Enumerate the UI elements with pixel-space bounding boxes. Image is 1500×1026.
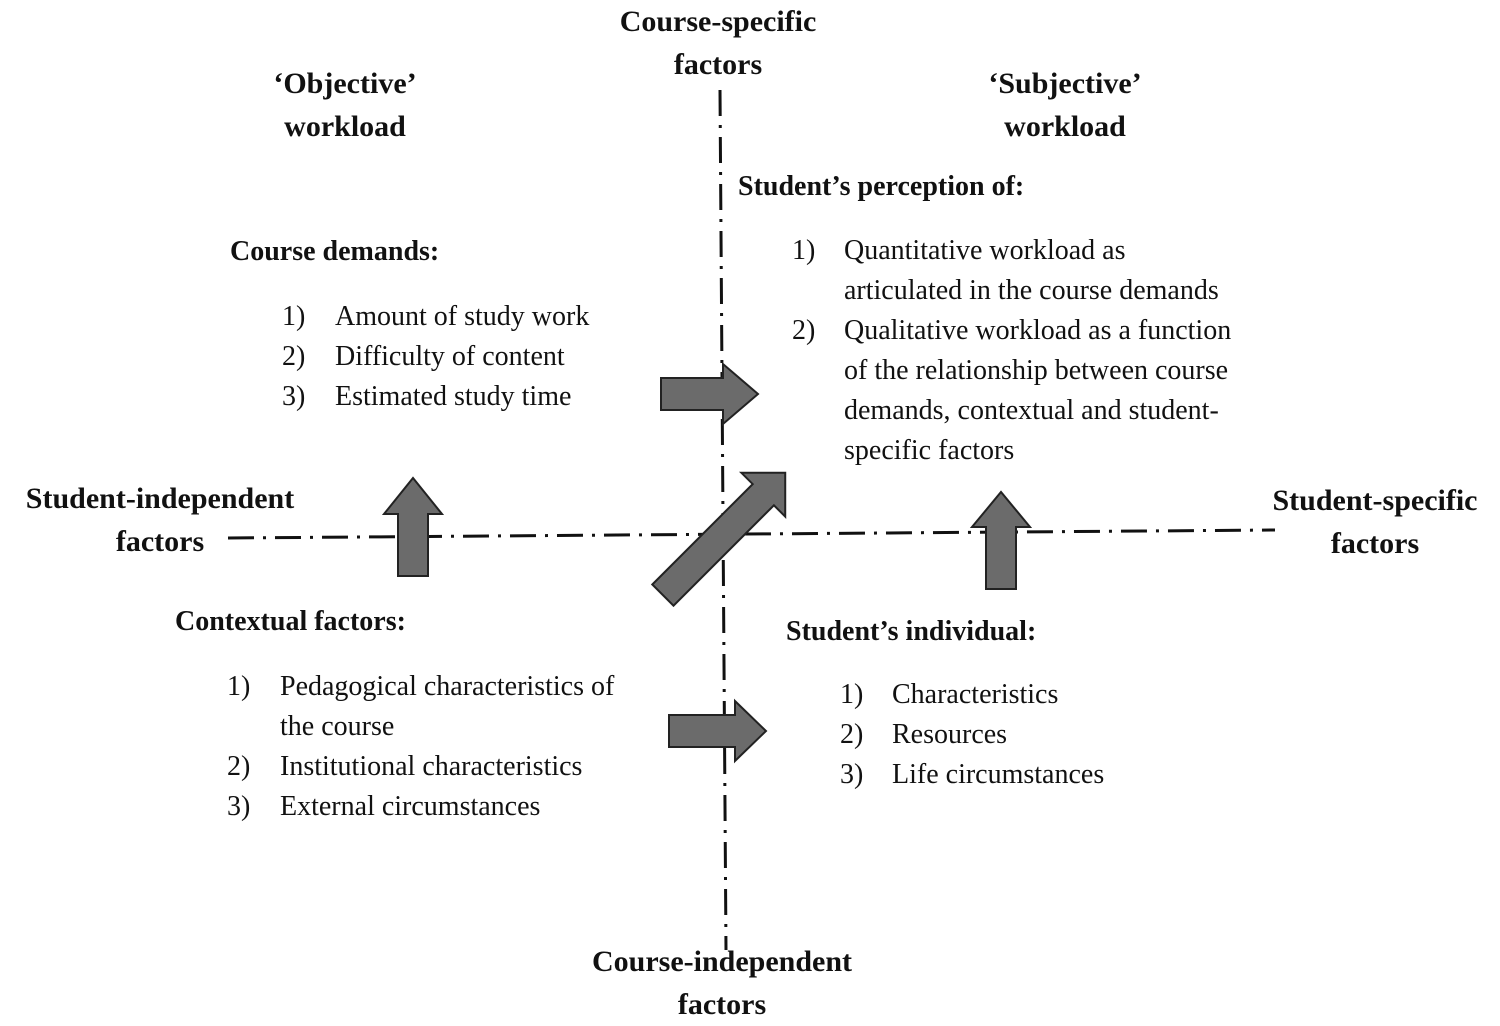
list-item-text: Quantitative workload as xyxy=(844,235,1126,266)
subjective-workload-line1: ‘Subjective’ xyxy=(988,67,1142,100)
list-item-text: articulated in the course demands xyxy=(844,275,1219,306)
horizontal-axis-line xyxy=(227,528,1276,540)
list-item-continuation: articulated in the course demands xyxy=(844,271,1219,311)
contextual-heading: Contextual factors: xyxy=(175,606,406,637)
individual-heading: Student’s individual: xyxy=(786,616,1037,647)
course-demands-heading: Course demands: xyxy=(230,236,440,267)
list-item-continuation: the course xyxy=(280,707,394,747)
arrow-right-icon xyxy=(660,361,760,427)
arrow-up-icon xyxy=(969,490,1033,590)
axis-label-right: Student-specific factors xyxy=(1250,479,1500,565)
arrow-diagonal-icon xyxy=(650,471,787,608)
axis-label-left: Student-independent factors xyxy=(0,477,320,563)
perception-heading: Student’s perception of: xyxy=(738,171,1025,202)
axis-label-top-line2: factors xyxy=(673,48,763,81)
list-item-text: Resources xyxy=(892,719,1008,750)
objective-workload-title: ‘Objective’ workload xyxy=(245,62,445,148)
list-item-text: Pedagogical characteristics of xyxy=(280,671,615,702)
list-item-number: 2) xyxy=(282,341,306,372)
list-item-text: Life circumstances xyxy=(892,759,1105,790)
subjective-workload-title: ‘Subjective’ workload xyxy=(955,62,1175,148)
list-item-text: Amount of study work xyxy=(335,301,590,332)
list-item-text: Estimated study time xyxy=(335,381,572,412)
list-item-text: demands, contextual and student- xyxy=(844,395,1219,426)
axis-label-right-line1: Student-specific xyxy=(1272,484,1478,517)
list-item-number: 1) xyxy=(840,679,864,710)
list-item-text: Qualitative workload as a function xyxy=(844,315,1232,346)
list-item-text: Characteristics xyxy=(892,679,1059,710)
list-item-number: 3) xyxy=(282,381,306,412)
objective-workload-line2: workload xyxy=(284,110,406,143)
arrow-up-icon xyxy=(381,476,445,577)
arrow-right-icon xyxy=(668,698,768,764)
axis-label-left-line2: factors xyxy=(115,525,205,558)
objective-workload-line1: ‘Objective’ xyxy=(273,67,417,100)
list-item-number: 2) xyxy=(227,751,251,782)
subjective-workload-line2: workload xyxy=(1004,110,1126,143)
list-item-text: Difficulty of content xyxy=(335,341,565,372)
list-item-continuation: of the relationship between course xyxy=(844,351,1228,391)
list-item-continuation: demands, contextual and student- xyxy=(844,391,1219,431)
list-item-text: Institutional characteristics xyxy=(280,751,583,782)
axis-label-top-line1: Course-specific xyxy=(619,5,817,38)
list-item-text: the course xyxy=(280,711,395,742)
list-item-text: specific factors xyxy=(844,435,1015,466)
axis-label-bottom: Course-independent factors xyxy=(522,940,922,1026)
axis-label-top: Course-specific factors xyxy=(568,0,868,86)
list-item-number: 1) xyxy=(227,671,251,702)
list-item-number: 1) xyxy=(792,235,816,266)
list-item-number: 2) xyxy=(840,719,864,750)
axis-label-bottom-line2: factors xyxy=(677,988,767,1021)
list-item-continuation: specific factors xyxy=(844,431,1014,471)
list-item-number: 2) xyxy=(792,315,816,346)
list-item-text: of the relationship between course xyxy=(844,355,1229,386)
axis-label-left-line1: Student-independent xyxy=(25,482,295,515)
list-item-number: 3) xyxy=(840,759,864,790)
list-item-number: 3) xyxy=(227,791,251,822)
list-item-text: External circumstances xyxy=(280,791,541,822)
axis-label-bottom-line1: Course-independent xyxy=(591,945,853,978)
list-item-number: 1) xyxy=(282,301,306,332)
axis-label-right-line2: factors xyxy=(1330,527,1420,560)
